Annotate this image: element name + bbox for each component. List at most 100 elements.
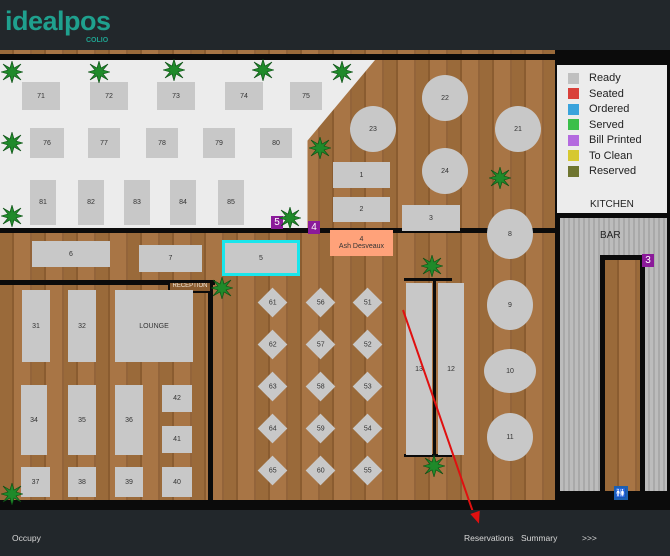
plant-icon [279,207,301,229]
table-label: 4 [359,236,364,243]
table-label: 13 [415,365,423,373]
table-7[interactable]: 7 [139,245,202,272]
table-75[interactable]: 75 [290,82,322,110]
legend-swatch [568,150,579,161]
restroom-icon: 🚻 [614,486,628,500]
table-10[interactable]: 10 [484,349,536,393]
table-label: 81 [39,199,47,206]
legend-label: Served [589,118,624,131]
table-83[interactable]: 83 [124,180,150,225]
plant-icon [1,61,23,83]
plant-icon [252,59,274,81]
wall [404,454,452,457]
plant-icon [1,483,23,505]
table-41[interactable]: 41 [162,426,192,453]
table-76[interactable]: 76 [30,128,64,158]
table-1[interactable]: 1 [333,162,390,188]
table-label: 38 [78,478,86,486]
plant-icon [309,137,331,159]
table-71[interactable]: 71 [22,82,60,110]
table-label: 5 [259,254,263,262]
table-34[interactable]: 34 [21,385,47,455]
table-36[interactable]: 36 [115,385,143,455]
legend-item: Seated [568,88,624,100]
wall [0,280,215,285]
table-label: 79 [215,139,223,147]
kitchen-label: KITCHEN [590,199,634,210]
badge-5: 5 [271,216,283,229]
table-6[interactable]: 6 [32,241,110,267]
wall [433,278,436,456]
footer-toolbar: Occupy Reservations Summary >>> [0,510,670,556]
table-label: 2 [359,206,364,213]
table-label: 8 [508,230,512,238]
lounge-table[interactable]: LOUNGE [115,290,193,362]
table-79[interactable]: 79 [203,128,235,158]
table-label: 11 [506,433,514,441]
table-22[interactable]: 22 [422,75,468,121]
table-31[interactable]: 31 [22,290,50,362]
plant-icon [423,455,445,477]
table-3[interactable]: 3 [402,205,460,231]
table-11[interactable]: 11 [487,413,533,461]
table-73[interactable]: 73 [157,82,195,110]
reservations-button[interactable]: Reservations [464,533,514,543]
table-84[interactable]: 84 [170,180,196,225]
wall [0,228,555,233]
table-24[interactable]: 24 [422,148,468,194]
reservation-name: Ash Desveaux [338,243,385,250]
table-40[interactable]: 40 [162,467,192,497]
plant-icon [211,277,233,299]
table-9[interactable]: 9 [487,280,533,330]
summary-button[interactable]: Summary [521,533,558,543]
legend-swatch [568,165,579,177]
table-80[interactable]: 80 [260,128,292,158]
table-38[interactable]: 38 [68,467,96,497]
table-77[interactable]: 77 [88,128,120,158]
legend-label: Ordered [589,103,630,115]
table-23[interactable]: 23 [350,106,396,152]
plant-icon [1,205,23,227]
plant-icon [1,132,23,154]
table-42[interactable]: 42 [162,385,192,412]
legend-item: Ready [568,72,621,84]
table-label: 10 [506,367,514,375]
table-label: 6 [69,250,73,258]
table-label: 85 [227,199,235,206]
table-label: 82 [87,199,95,206]
plant-icon [331,61,353,83]
table-81[interactable]: 81 [30,180,56,225]
table-32[interactable]: 32 [68,290,96,362]
table-35[interactable]: 35 [68,385,96,455]
table-21[interactable]: 21 [495,106,541,152]
table-label: 72 [105,92,113,100]
table-label: 83 [133,199,141,206]
more-button[interactable]: >>> [582,533,597,543]
wall [0,54,670,60]
table-label: 73 [172,92,180,100]
legend-swatch [568,72,579,84]
table-label: LOUNGE [139,322,169,330]
table-label: 42 [173,395,181,402]
table-2[interactable]: 2 [333,197,390,222]
table-label: 3 [429,214,433,222]
table-78[interactable]: 78 [146,128,178,158]
table-72[interactable]: 72 [90,82,128,110]
table-74[interactable]: 74 [225,82,263,110]
legend-item: Bill Printed [568,134,642,146]
table-39[interactable]: 39 [115,467,143,497]
table-label: 40 [173,478,181,486]
legend-item: Reserved [568,165,636,177]
occupy-button[interactable]: Occupy [12,533,41,543]
table-85[interactable]: 85 [218,180,244,225]
table-13[interactable]: 13 [406,283,432,455]
table-82[interactable]: 82 [78,180,104,225]
table-label: 36 [125,416,133,424]
table-5[interactable]: 5 [222,240,300,276]
legend-label: Ready [589,72,621,84]
table-37[interactable]: 37 [21,467,50,497]
badge-3: 3 [642,254,654,267]
table-8[interactable]: 8 [487,209,533,259]
